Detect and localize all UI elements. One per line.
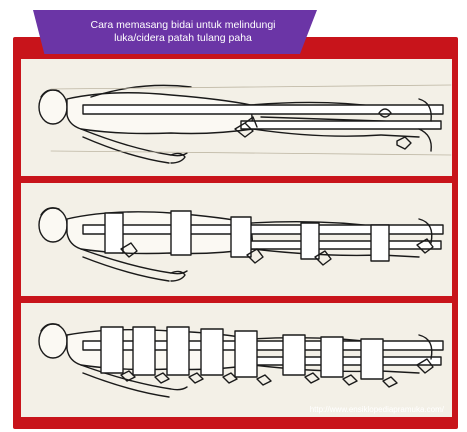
panel-step-1 <box>21 59 452 176</box>
patient-splint-illustration-2 <box>21 183 452 296</box>
patient-splint-illustration-1 <box>21 59 452 176</box>
title-banner: Cara memasang bidai untuk melindungi luk… <box>33 10 317 54</box>
patient-splint-illustration-3 <box>21 303 452 417</box>
title-line-1: Cara memasang bidai untuk melindungi <box>49 19 317 32</box>
panel-step-2 <box>21 183 452 296</box>
panel-step-3: http://www.ensiklopediapramuka.com/ <box>21 303 452 417</box>
source-url: http://www.ensiklopediapramuka.com/ <box>310 405 444 414</box>
title-line-2: luka/cidera patah tulang paha <box>49 32 317 45</box>
